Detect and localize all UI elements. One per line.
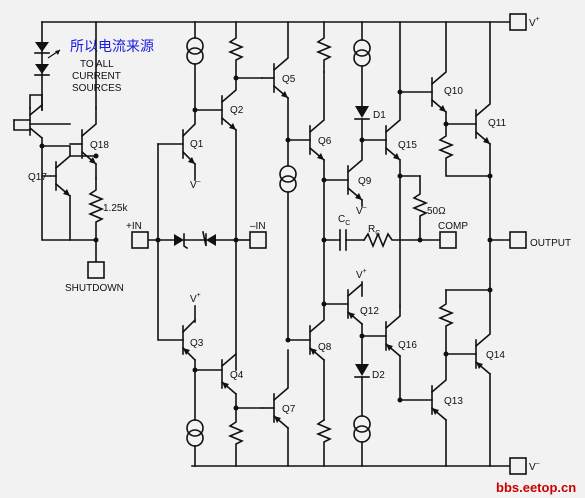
compensation-cc: CC bbox=[323, 214, 365, 251]
svg-text:Q4: Q4 bbox=[230, 370, 244, 381]
svg-text:+IN: +IN bbox=[126, 221, 142, 232]
transistor-q18: Q18 bbox=[69, 21, 109, 179]
transistor-q14: Q14 bbox=[445, 239, 505, 467]
svg-text:D1: D1 bbox=[373, 110, 386, 121]
transistor-q1: Q1 V– bbox=[157, 109, 204, 191]
resistor-q14 bbox=[437, 289, 455, 355]
transistor-q12: V+ Q12 bbox=[323, 268, 379, 337]
svg-text:Q10: Q10 bbox=[444, 86, 463, 97]
watermark: bbs.eetop.cn bbox=[496, 480, 576, 495]
transistor-q11: Q11 bbox=[474, 21, 507, 241]
svg-text:Q11: Q11 bbox=[488, 118, 507, 129]
svg-text:V–: V– bbox=[356, 204, 367, 217]
svg-text:Q2: Q2 bbox=[230, 105, 244, 116]
in-plus-terminal: +IN bbox=[126, 221, 149, 249]
transistor-q15: Q15 bbox=[384, 21, 417, 177]
transistor-q16: Q16 bbox=[384, 305, 417, 401]
transistor-q6: Q6 bbox=[308, 71, 332, 181]
svg-text:50Ω: 50Ω bbox=[427, 206, 446, 217]
diode-d1: D1 bbox=[354, 106, 386, 141]
pnp-current-mirror bbox=[13, 94, 71, 147]
label-to-all: TO ALL bbox=[80, 59, 114, 70]
annotation-text: 所以电流来源 bbox=[70, 39, 154, 55]
current-source-mid bbox=[279, 139, 297, 341]
output-terminal: OUTPUT bbox=[509, 231, 571, 249]
svg-text:COMP: COMP bbox=[438, 221, 468, 232]
svg-text:V+: V+ bbox=[356, 268, 367, 281]
svg-text:Q6: Q6 bbox=[318, 136, 332, 147]
svg-text:V+: V+ bbox=[529, 16, 540, 29]
bias-diodes bbox=[34, 21, 61, 111]
current-source-d2 bbox=[353, 415, 371, 467]
svg-text:Q3: Q3 bbox=[190, 338, 204, 349]
input-clamp-zeners bbox=[147, 231, 237, 250]
svg-text:V+: V+ bbox=[190, 292, 201, 305]
bias-return-wire bbox=[41, 175, 97, 241]
svg-text:V–: V– bbox=[529, 460, 540, 473]
transistor-q7: Q7 bbox=[261, 349, 296, 467]
svg-text:1.25k: 1.25k bbox=[103, 203, 128, 214]
resistor-q6 bbox=[315, 21, 333, 73]
transistor-q5: Q5 bbox=[261, 21, 296, 141]
resistor-50-ohm: 50Ω bbox=[411, 175, 446, 241]
in-minus-terminal: –IN bbox=[249, 221, 267, 249]
transistor-q17: Q17 bbox=[28, 145, 97, 241]
svg-text:Q17: Q17 bbox=[28, 172, 47, 183]
svg-text:OUTPUT: OUTPUT bbox=[530, 238, 571, 249]
transistor-q2: Q2 bbox=[192, 77, 244, 371]
resistor-q2 bbox=[227, 21, 245, 79]
svg-text:Q16: Q16 bbox=[398, 340, 417, 351]
svg-text:D2: D2 bbox=[372, 370, 385, 381]
svg-text:–IN: –IN bbox=[250, 221, 266, 232]
current-source-q3 bbox=[186, 419, 204, 467]
svg-text:Q18: Q18 bbox=[90, 140, 109, 151]
svg-text:Q15: Q15 bbox=[398, 140, 417, 151]
transistor-q13: Q13 bbox=[430, 353, 463, 467]
svg-text:Q14: Q14 bbox=[486, 350, 505, 361]
svg-text:Q12: Q12 bbox=[360, 306, 379, 317]
svg-text:CC: CC bbox=[338, 214, 350, 227]
current-source-d1 bbox=[353, 21, 371, 107]
vminus-terminal: V– bbox=[509, 457, 540, 475]
resistor-q8 bbox=[315, 418, 333, 467]
compensation-rc: RC bbox=[362, 224, 441, 249]
resistor-q4 bbox=[227, 407, 245, 467]
comp-terminal: COMP bbox=[438, 221, 468, 249]
svg-text:Q5: Q5 bbox=[282, 74, 296, 85]
transistor-q3: V+ Q3 bbox=[181, 292, 204, 371]
svg-text:SHUTDOWN: SHUTDOWN bbox=[65, 283, 124, 294]
label-sources: SOURCES bbox=[72, 83, 122, 94]
svg-text:RC: RC bbox=[368, 224, 380, 237]
svg-text:Q1: Q1 bbox=[190, 139, 204, 150]
svg-text:Q9: Q9 bbox=[358, 176, 372, 187]
transistor-q8: Q8 bbox=[308, 303, 332, 421]
svg-text:Q13: Q13 bbox=[444, 396, 463, 407]
transistor-q4: Q4 bbox=[192, 352, 244, 409]
resistor-1-25k: 1.25k bbox=[87, 177, 128, 241]
svg-text:Q8: Q8 bbox=[318, 342, 332, 353]
vplus-terminal: V+ bbox=[509, 13, 540, 31]
transistor-q9: Q9 V– bbox=[323, 139, 372, 217]
current-source-q1 bbox=[186, 21, 204, 111]
diode-d2: D2 bbox=[354, 335, 385, 417]
shutdown-terminal: SHUTDOWN bbox=[65, 261, 124, 294]
resistor-q10 bbox=[437, 123, 491, 177]
transistor-q10: Q10 bbox=[397, 21, 463, 125]
svg-text:Q7: Q7 bbox=[282, 404, 296, 415]
input-bus-left bbox=[157, 143, 184, 341]
svg-text:V–: V– bbox=[190, 178, 201, 191]
